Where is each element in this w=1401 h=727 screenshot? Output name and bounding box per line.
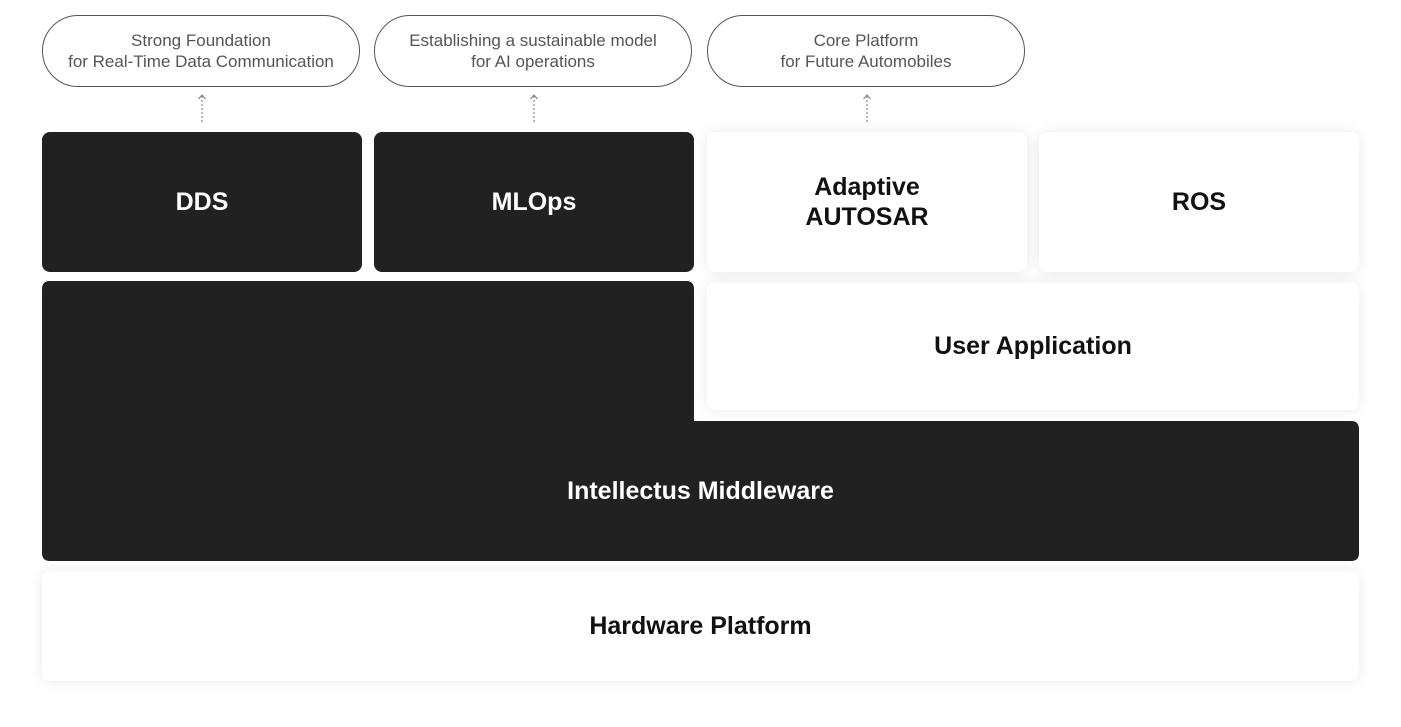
- middleware-layer-shape: [42, 281, 1359, 561]
- middleware-label: Intellectus Middleware: [567, 476, 834, 505]
- goal-pill-line: for AI operations: [471, 52, 595, 71]
- dotted-up-arrow-icon: [863, 94, 871, 122]
- adaptive-autosar-label-line: Adaptive: [814, 173, 920, 201]
- goal-pill-autosar: Core Platform for Future Automobiles: [707, 15, 1025, 87]
- goal-pill-mlops: Establishing a sustainable model for AI …: [374, 15, 692, 87]
- hardware-platform-label: Hardware Platform: [589, 612, 812, 640]
- ros-block: ROS: [1039, 132, 1359, 272]
- goal-pill-dds: Strong Foundation for Real-Time Data Com…: [42, 15, 360, 87]
- goal-pill-line: Establishing a sustainable model: [409, 31, 657, 50]
- ros-label: ROS: [1171, 188, 1227, 216]
- goal-pill-line: Strong Foundation: [131, 31, 271, 50]
- dds-block: DDS: [42, 132, 362, 272]
- user-application-block: User Application: [707, 282, 1359, 410]
- adaptive-autosar-label-line: AUTOSAR: [805, 203, 929, 231]
- adaptive-autosar-block: Adaptive AUTOSAR: [707, 132, 1027, 272]
- dds-label: DDS: [175, 188, 229, 216]
- hardware-platform-block: Hardware Platform: [42, 571, 1359, 681]
- mlops-block: MLOps: [374, 132, 694, 272]
- mlops-label: MLOps: [491, 188, 577, 216]
- goal-pill-line: Core Platform: [813, 31, 919, 50]
- dotted-up-arrow-icon: [530, 94, 538, 122]
- dotted-up-arrow-icon: [198, 94, 206, 122]
- goal-pill-line: for Future Automobiles: [780, 52, 952, 71]
- middleware-layer: Intellectus Middleware: [42, 421, 1359, 561]
- user-application-label: User Application: [934, 332, 1132, 360]
- goal-pill-line: for Real-Time Data Communication: [68, 52, 334, 71]
